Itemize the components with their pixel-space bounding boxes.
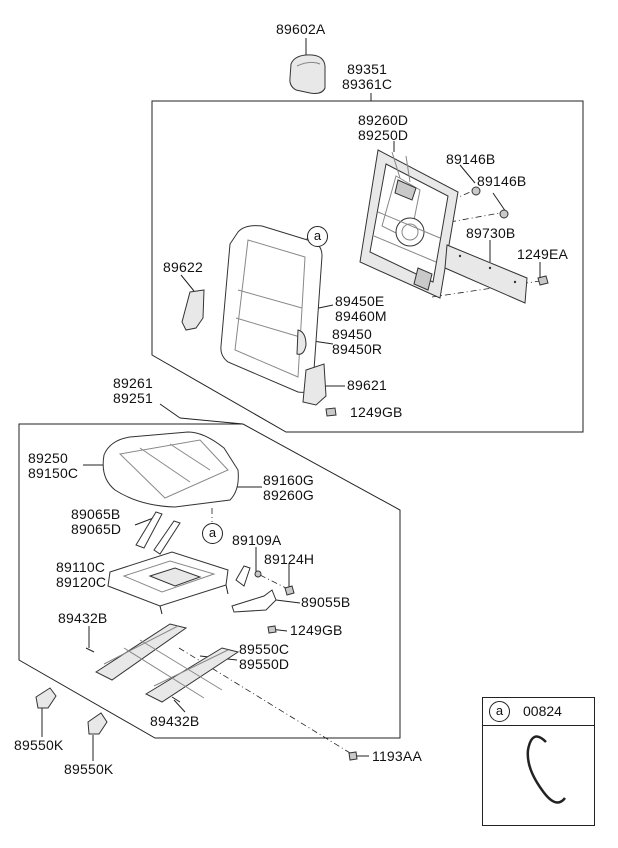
track-cover-right (87, 712, 108, 735)
label-clip-1: 89146B (446, 151, 496, 167)
bolt-panel (537, 275, 549, 286)
upper-assembly-frame (151, 100, 584, 433)
bolt-track (348, 751, 358, 761)
backrest-pad (220, 225, 323, 393)
panel (444, 244, 528, 304)
label-cushion-frame: 89110C 89120C (56, 559, 107, 590)
hinge-bracket (231, 589, 277, 613)
label-back-pad: 89450E 89460M (335, 293, 387, 324)
label-cushion-group: 89261 89251 (113, 375, 153, 406)
label-back-cover: 89450 89450R (332, 326, 383, 357)
rivet-1 (85, 647, 95, 653)
label-clip-2: 89146B (477, 173, 527, 189)
label-hinge-bracket: 89055B (301, 594, 351, 610)
pin (254, 570, 262, 578)
label-cover-right: 89550K (64, 761, 114, 777)
label-backrest-group: 89351 89361C (342, 61, 393, 92)
label-panel: 89730B (466, 225, 516, 241)
cushion-brackets (135, 511, 181, 555)
seat-track (94, 623, 240, 703)
legend-part-number: 00824 (523, 703, 562, 719)
hinge-bracket-upper (235, 565, 251, 587)
rivet-2 (171, 696, 181, 703)
label-frame: 89260D 89250D (358, 112, 409, 143)
label-pin: 89109A (232, 532, 282, 548)
label-bolt-panel: 1249EA (517, 246, 569, 262)
label-side-cover: 89622 (163, 259, 203, 275)
label-bracket: 89065B 89065D (71, 506, 122, 537)
legend-callout: a (489, 701, 510, 722)
label-rivet-2: 89432B (150, 713, 200, 729)
cushion-frame (107, 551, 229, 615)
clip-1 (471, 186, 481, 196)
cushion-pad (102, 431, 239, 508)
label-cushion-cover: 89160G 89260G (263, 472, 315, 503)
callout-lower: a (202, 523, 223, 544)
side-cover (181, 289, 205, 331)
callout-upper: a (307, 226, 328, 247)
legend-header: a 00824 (483, 698, 594, 726)
track-cover-left (35, 687, 57, 709)
label-bolt-hinge-lower: 1249GB (290, 622, 343, 638)
bolt-hinge-upper (325, 407, 337, 417)
label-headrest: 89602A (276, 21, 326, 37)
legend-box: a 00824 (482, 697, 595, 826)
label-bolt-hinge-upper: 1249GB (350, 404, 403, 420)
label-bolt-track: 1193AA (372, 748, 422, 764)
screw (284, 585, 295, 596)
label-track: 89550C 89550D (239, 641, 290, 672)
label-rivet-1: 89432B (58, 610, 108, 626)
label-cover-left: 89550K (14, 737, 64, 753)
label-hinge-cover: 89621 (347, 377, 387, 393)
label-cushion-pad: 89250 89150C (28, 450, 79, 481)
bolt-hinge-lower (267, 625, 277, 634)
wire-clip-drawing (526, 735, 566, 804)
seatback-frame (359, 149, 459, 299)
hinge-cover (302, 363, 327, 406)
headrest (289, 54, 326, 94)
label-screw: 89124H (264, 551, 315, 567)
clip-2 (499, 209, 509, 219)
